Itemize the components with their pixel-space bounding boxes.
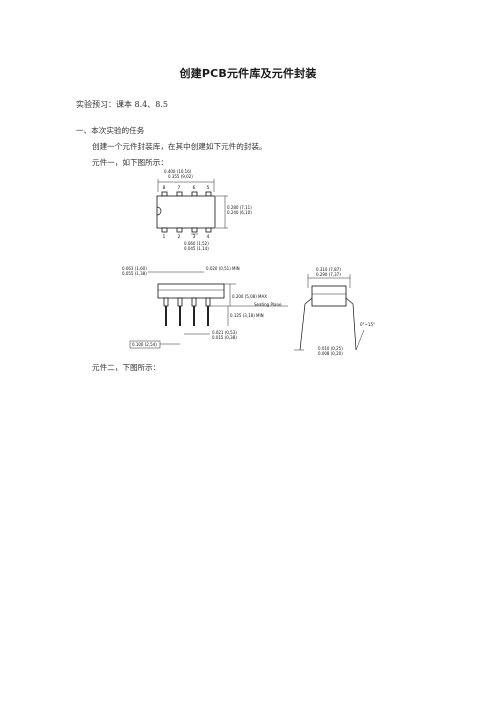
side-body <box>157 283 225 299</box>
dim-lead-width-1: 0.021 (0,53) <box>212 330 237 335</box>
task-paragraph: 创建一个元件封装库，在其中创建如下元件的封装。 <box>92 142 267 151</box>
side-leads <box>163 297 211 326</box>
pin-label-top-3: 6 <box>193 185 196 191</box>
pitch-box <box>129 340 161 349</box>
pin-label-bottom-3: 3 <box>193 234 196 240</box>
dip-top-view-drawing: 0.400 (10,16) 0.355 (9,02) 8 7 6 5 1 2 3… <box>156 169 252 251</box>
pitch-box-label: 0.100 (2,54) <box>132 342 157 347</box>
seating-plane-label: Seating Plane <box>254 302 282 307</box>
dip-body <box>156 195 216 229</box>
end-lead-left <box>299 297 313 351</box>
dim-lead-min-label: 0.125 (3,18) MIN <box>230 313 264 318</box>
dip-end-view-drawing: 0.310 (7,87) 0.290 (7,37) 0°~15° 0.010 (… <box>294 267 375 356</box>
dim-length-1: 0.400 (10,16) <box>164 169 192 174</box>
dim-lead-thickness-1: 0.010 (0,25) <box>318 346 343 351</box>
preview-line: 实验预习：课本 8.4、8.5 <box>76 100 168 109</box>
dim-pitch-2: 0.045 (1,14) <box>184 246 209 251</box>
dim-lead-width-2: 0.015 (0,38) <box>212 335 237 340</box>
pin-label-bottom-4: 4 <box>207 234 210 240</box>
dim-max-label: 0.200 (5,08) MAX <box>232 294 267 299</box>
end-lead-right <box>345 297 357 351</box>
dim-lead-top-2: 0.055 (1,38) <box>122 271 147 276</box>
dim-lead-top-1: 0.063 (1,60) <box>122 266 147 271</box>
dim-pitch-1: 0.060 (1,52) <box>184 241 209 246</box>
dip-side-view-drawing: 0.063 (1,60) 0.055 (1,38) 0.020 (0,51) M… <box>122 266 288 349</box>
pin-label-top-2: 7 <box>178 185 181 191</box>
component1-caption: 元件一，如下图所示： <box>92 158 168 167</box>
pin-label-bottom-2: 2 <box>178 234 181 240</box>
pin1-notch <box>156 206 162 216</box>
bottom-pins <box>161 227 212 233</box>
pin-label-top-4: 5 <box>207 185 210 191</box>
dim-min-label: 0.020 (0,51) MIN <box>206 266 240 271</box>
section-heading: 一、本次实验的任务 <box>76 126 145 135</box>
pin-label-bottom-1: 1 <box>163 234 166 240</box>
dim-row-spacing-1: 0.310 (7,87) <box>316 267 341 272</box>
dim-length-2: 0.355 (9,02) <box>168 174 193 179</box>
page-title: 创建PCB元件库及元件封装 <box>179 67 317 80</box>
dim-row-spacing-2: 0.290 (7,37) <box>316 272 341 277</box>
dim-width-1: 0.280 (7,11) <box>227 205 252 210</box>
component2-caption: 元件二，下图所示： <box>92 363 161 372</box>
pin-label-top-1: 8 <box>163 185 166 191</box>
end-body <box>311 285 347 307</box>
dim-lead-thickness-2: 0.008 (0,20) <box>318 351 343 356</box>
angle-ref-line <box>355 329 365 351</box>
angle-label: 0°~15° <box>360 322 375 327</box>
dim-width-2: 0.240 (6,10) <box>227 210 252 215</box>
top-pins <box>161 191 212 197</box>
